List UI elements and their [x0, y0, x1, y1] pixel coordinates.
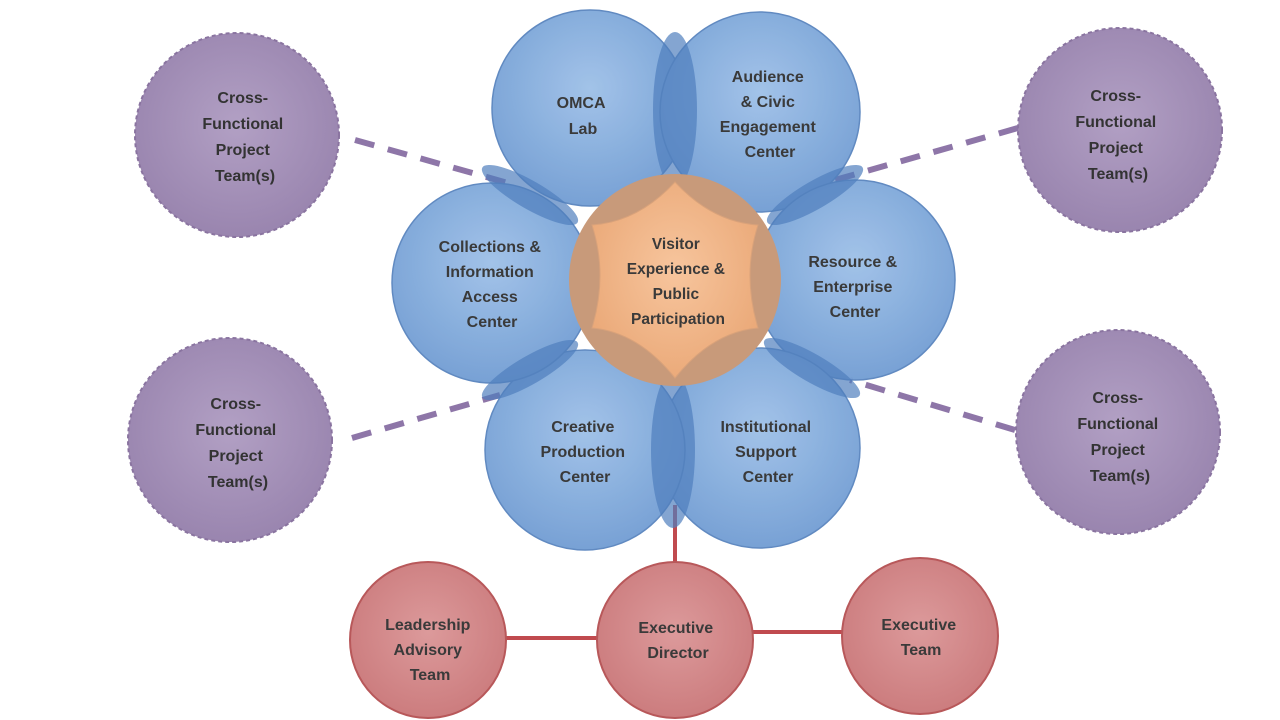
leadership-circles	[349, 557, 999, 719]
team-circle-bottom-right	[1015, 329, 1221, 535]
leader-label-line: Advisory	[394, 642, 463, 659]
leader-circle-executive	[841, 557, 999, 715]
team-label-bottom-left: Cross- Functional Project Team(s)	[195, 396, 280, 491]
team-label-line: Project	[1089, 140, 1144, 157]
team-label-bottom-right: Cross- Functional Project Team(s)	[1077, 390, 1162, 485]
core-label-line: Visitor	[652, 236, 700, 253]
team-label-line: Cross-	[1092, 390, 1143, 407]
team-circle-top-right	[1017, 27, 1223, 233]
leader-circle-advisory	[349, 561, 507, 719]
team-label-line: Team(s)	[208, 474, 268, 491]
team-label-line: Project	[216, 142, 271, 159]
team-circle-bottom-left	[127, 337, 333, 543]
center-label-creative-production: Creative Production Center	[541, 419, 630, 486]
center-label-line: & Civic	[741, 94, 795, 111]
team-label-line: Project	[209, 448, 264, 465]
center-label-audience-civic: Audience & Civic Engagement Center	[720, 69, 820, 161]
team-label-line: Cross-	[1090, 88, 1141, 105]
center-label-resource-enterprise: Resource & Enterprise Center	[808, 254, 901, 321]
leader-label-line: Executive	[638, 620, 713, 637]
overlap-lab-collections	[481, 164, 579, 226]
center-label-line: Engagement	[720, 119, 817, 136]
connector-bottom-left	[351, 392, 501, 441]
leader-label-line: Executive	[881, 617, 956, 634]
center-label-line: Center	[467, 314, 518, 331]
leader-label-line: Leadership	[385, 617, 471, 634]
overlap-creative-institutional	[651, 372, 695, 528]
core-label-line: Participation	[631, 311, 725, 328]
team-label-top-right: Cross- Functional Project Team(s)	[1075, 88, 1160, 183]
center-label-collections-info: Collections & Information Access Center	[439, 239, 546, 331]
core-label-line: Public	[653, 286, 700, 303]
center-label-line: Center	[743, 469, 794, 486]
team-label-line: Team(s)	[1090, 468, 1150, 485]
team-label-line: Functional	[202, 116, 283, 133]
core-star	[591, 181, 759, 379]
leader-label-director: Executive Director	[638, 620, 717, 662]
team-label-line: Functional	[1075, 114, 1156, 131]
team-label-line: Functional	[195, 422, 276, 439]
team-label-line: Team(s)	[215, 168, 275, 185]
leader-label-line: Team	[901, 642, 942, 659]
center-label-line: Lab	[569, 121, 598, 138]
overlap-collections-creative	[481, 339, 579, 401]
core-labels: Visitor Experience & Public Participatio…	[627, 236, 730, 328]
leadership-labels: Leadership Advisory Team Executive Direc…	[385, 617, 960, 684]
center-label-line: OMCA	[557, 95, 606, 112]
team-label-line: Cross-	[217, 90, 268, 107]
leader-label-advisory: Leadership Advisory Team	[385, 617, 475, 684]
center-label-line: Production	[541, 444, 625, 461]
center-label-line: Enterprise	[813, 279, 892, 296]
connector-bottom-right	[849, 377, 1016, 433]
leader-circle-director	[596, 561, 754, 719]
overlap-resource-institutional	[763, 337, 861, 399]
center-label-line: Resource &	[808, 254, 897, 271]
center-label-line: Institutional	[720, 419, 811, 436]
center-label-line: Center	[830, 304, 881, 321]
center-overlaps	[481, 32, 864, 528]
team-label-top-left: Cross- Functional Project Team(s)	[202, 90, 287, 185]
center-label-omca-lab: OMCA Lab	[557, 95, 610, 138]
center-label-line: Center	[745, 144, 796, 161]
overlap-lab-audience	[653, 32, 697, 188]
center-labels: OMCA Lab Audience & Civic Engagement Cen…	[439, 69, 901, 486]
team-label-line: Project	[1091, 442, 1146, 459]
core-label-line: Experience &	[627, 261, 725, 278]
team-label-line: Team(s)	[1088, 166, 1148, 183]
team-labels: Cross- Functional Project Team(s) Cross-…	[195, 88, 1162, 491]
center-label-line: Access	[462, 289, 518, 306]
team-label-line: Functional	[1077, 416, 1158, 433]
team-circle-top-left	[134, 32, 340, 238]
team-label-line: Cross-	[210, 396, 261, 413]
core-group	[569, 174, 781, 386]
leader-label-line: Team	[410, 667, 451, 684]
center-label-institutional-support: Institutional Support Center	[720, 419, 815, 486]
center-label-line: Audience	[732, 69, 804, 86]
center-label-line: Support	[735, 444, 797, 461]
center-circles	[391, 9, 956, 551]
core-label: Visitor Experience & Public Participatio…	[627, 236, 730, 328]
center-label-line: Information	[446, 264, 534, 281]
center-label-line: Collections &	[439, 239, 542, 256]
overlap-audience-resource	[766, 164, 864, 226]
leader-label-line: Director	[647, 645, 708, 662]
leader-label-executive: Executive Team	[881, 617, 960, 659]
center-label-line: Creative	[551, 419, 614, 436]
team-circles	[127, 27, 1223, 543]
center-label-line: Center	[560, 469, 611, 486]
